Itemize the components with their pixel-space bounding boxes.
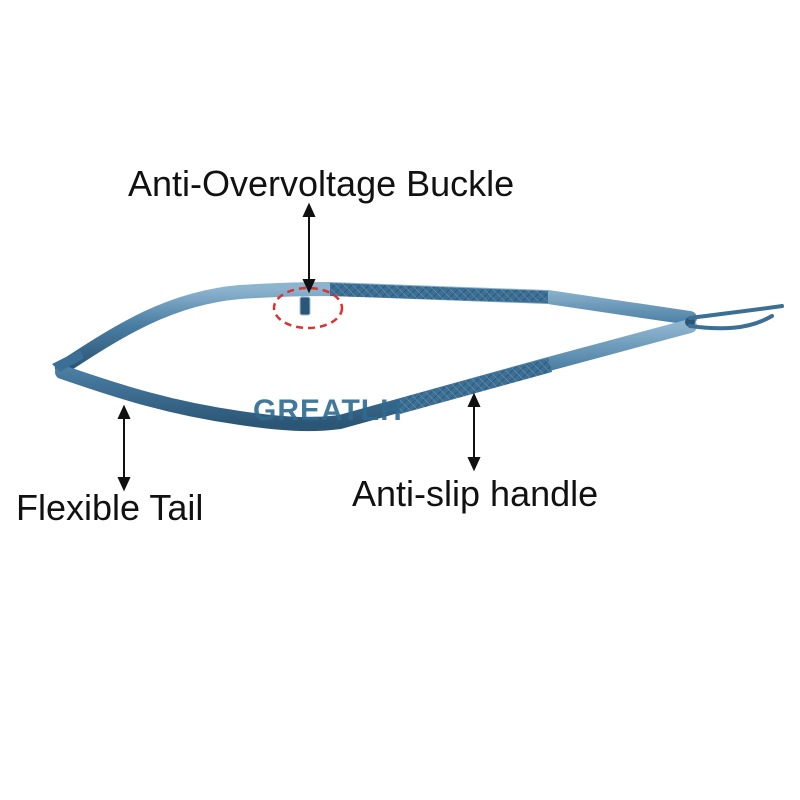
buckle-arrow xyxy=(302,202,316,294)
callout-handle-label: Anti-slip handle xyxy=(352,473,599,514)
upper-knurled-grip xyxy=(330,283,548,303)
callout-tail-label: Flexible Tail xyxy=(16,487,204,528)
brand-watermark: GREATLH xyxy=(253,394,403,427)
buckle-highlight-circle xyxy=(272,286,344,330)
tail-clip xyxy=(52,350,84,372)
lower-blade xyxy=(688,314,774,331)
handle-arrow xyxy=(467,392,481,472)
callout-buckle-label: Anti-Overvoltage Buckle xyxy=(128,163,515,204)
lower-knurled-grip xyxy=(395,358,552,414)
lower-arm xyxy=(55,319,697,432)
overvoltage-buckle xyxy=(299,296,311,316)
upper-blade xyxy=(688,304,784,320)
tail-arrow xyxy=(117,404,131,492)
micro-scissors-image xyxy=(52,281,784,432)
